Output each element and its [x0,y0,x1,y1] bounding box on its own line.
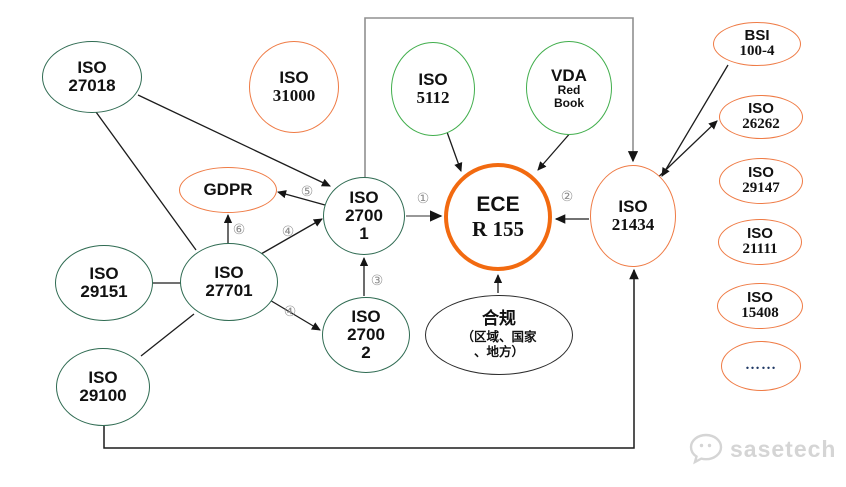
node-label: 5112 [416,88,450,107]
node-label: ECE [476,192,520,216]
node-iso-15408: ISO 15408 [717,283,803,329]
chat-bubble-logo-icon [689,433,723,465]
node-iso-26262: ISO 26262 [719,95,803,139]
node-label: ISO [748,164,774,182]
node-iso-5112: ISO 5112 [391,42,475,136]
node-label: ISO [351,307,381,327]
node-label: 100-4 [739,43,775,59]
node-gdpr: GDPR [179,167,277,213]
edge-21434-to-26262 [649,120,718,186]
node-label: 合规 [482,309,516,329]
edge-number-4a: ④ [281,224,295,240]
node-label: BSI [744,27,770,45]
node-label: Book [554,95,584,110]
node-label: （区域、国家 [461,329,537,344]
node-label: 、地方） [473,345,524,360]
edge-27001-to-gdpr [276,190,326,206]
edge-29100-to-27701 [140,313,195,357]
sasetech-watermark: sasetech [688,432,836,466]
node-iso-27701: ISO 27701 [180,243,278,321]
node-iso-29151: ISO 29151 [55,245,153,321]
node-label: 27018 [68,76,116,95]
edge-vda-to-ece [537,130,573,171]
edge-27018-to-27701 [95,111,197,251]
node-label: 21434 [611,215,655,234]
node-label: ISO [349,188,379,208]
edge-5112-to-ece [446,131,463,172]
edge-number-5: ⑤ [300,184,314,200]
node-label: 1 [359,223,369,243]
node-label: ISO [89,264,119,284]
node-label: ISO [418,70,448,90]
node-iso-29100: ISO 29100 [56,348,150,426]
node-label: 29100 [79,386,127,405]
node-ece-r155: ECE R 155 [444,163,552,271]
node-label: 21111 [742,241,778,257]
node-label: ISO [77,58,107,78]
node-label: ISO [279,68,309,88]
node-compliance: 合规 （区域、国家 、地方） [425,295,573,375]
edge-number-3: ③ [370,273,384,289]
node-label: 2 [361,342,371,362]
node-label: ISO [747,289,773,307]
node-iso-27018: ISO 27018 [42,41,142,113]
node-label: ISO [748,100,774,118]
node-label: 15408 [741,305,779,321]
node-vda-red-book: VDA Red Book [526,41,612,135]
node-label: 26262 [742,116,780,132]
node-label: …… [745,357,777,374]
edge-29100-to-21434-bottom-elbow [103,268,639,449]
edge-number-1: ① [416,191,430,207]
node-label: 2700 [345,206,383,226]
node-label: 29147 [742,180,780,196]
node-bsi-100-4: BSI 100-4 [713,22,801,66]
node-label: VDA [551,65,587,85]
node-more-standards: …… [721,341,801,391]
node-label: ISO [88,368,118,388]
node-label: ISO [747,225,773,243]
edge-27001-to-21434-top-elbow [364,17,639,177]
edge-27701-to-27002 [267,298,321,331]
edge-27701-to-27001 [260,218,323,255]
edge-number-4b: ④ [283,304,297,320]
edge-number-6: ⑥ [232,222,246,238]
node-iso-21111: ISO 21111 [718,219,802,265]
node-iso-29147: ISO 29147 [719,158,803,204]
watermark-brand-text: sasetech [730,435,837,462]
node-label: GDPR [203,180,253,200]
node-iso-27002: ISO 2700 2 [322,297,410,373]
edge-27018-to-27001 [137,94,331,187]
node-label: 2700 [347,325,385,345]
node-label: ISO [618,197,648,217]
node-label: ISO [214,263,244,283]
node-label: Red [557,83,581,98]
node-label: 31000 [272,86,316,105]
node-label: 27701 [205,281,253,300]
node-label: 29151 [80,282,128,301]
node-iso-27001: ISO 2700 1 [323,177,405,255]
node-iso-31000: ISO 31000 [249,41,339,133]
edge-bsi-to-21434 [661,64,729,177]
node-iso-21434: ISO 21434 [590,165,676,267]
edge-number-2: ② [560,189,574,205]
node-label: R 155 [472,217,524,241]
